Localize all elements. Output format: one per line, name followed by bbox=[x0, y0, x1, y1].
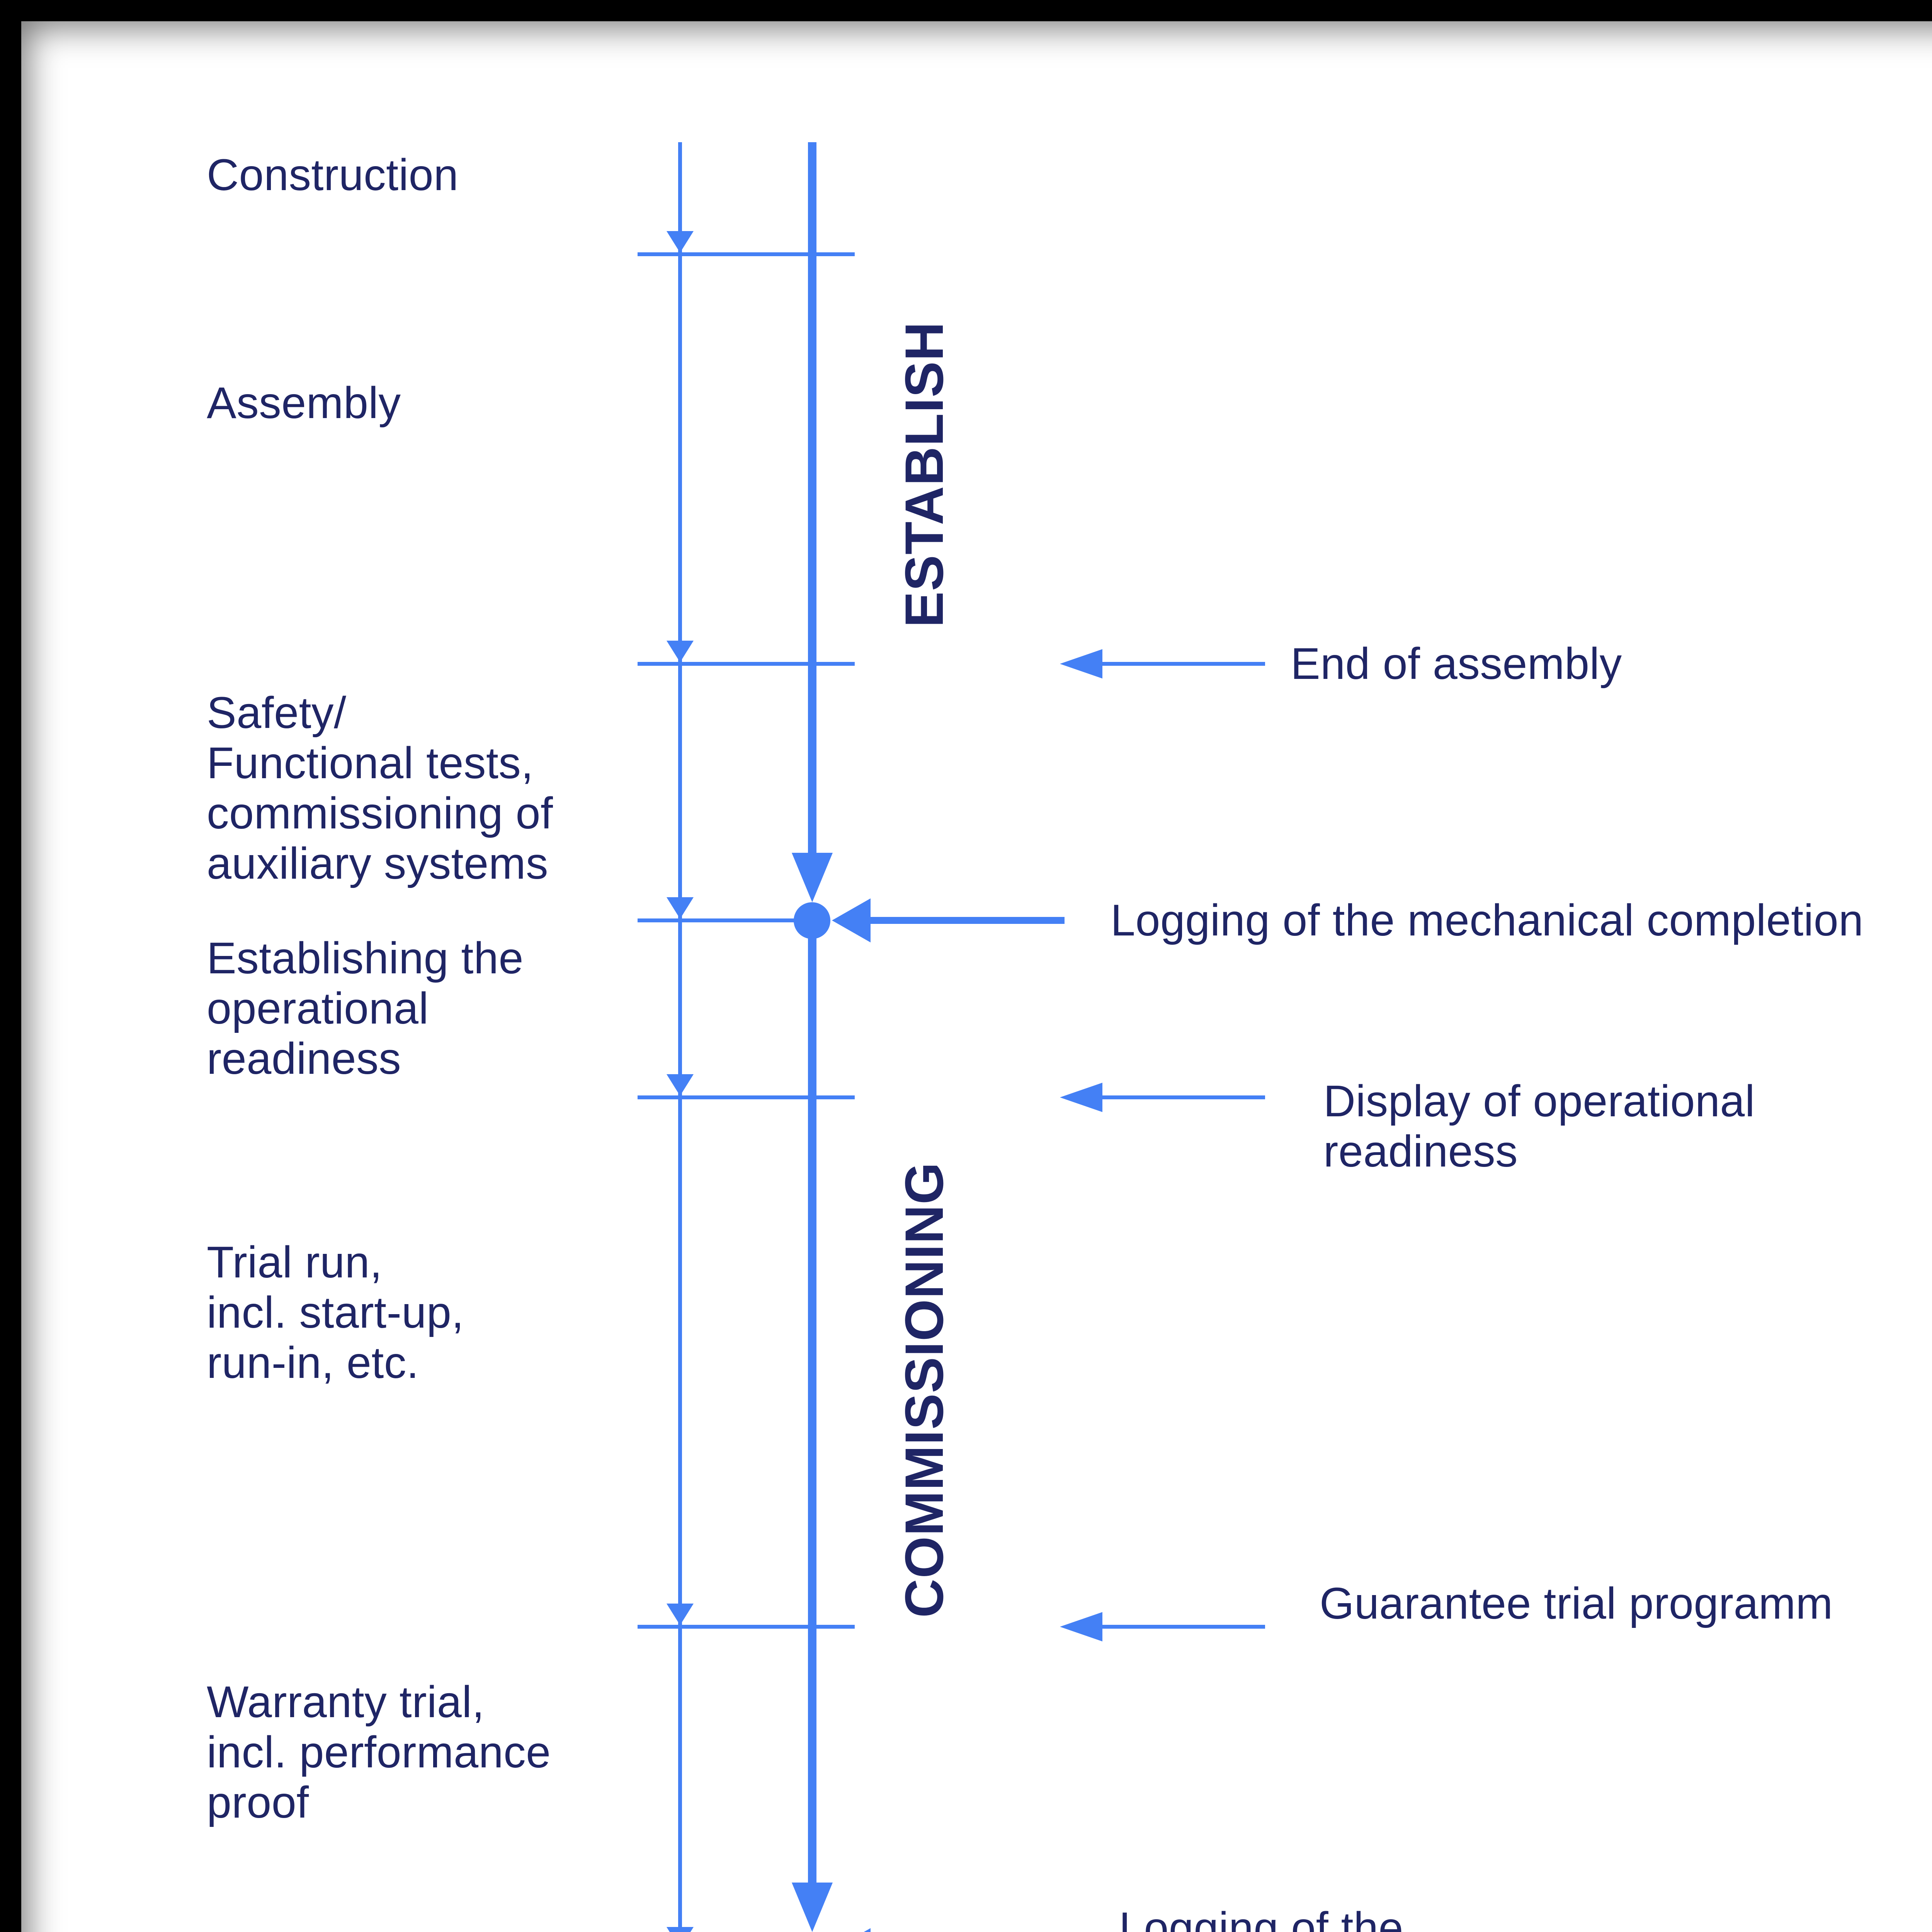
stage-label-line: incl. start-up, bbox=[207, 1288, 464, 1337]
stage-arrowhead-icon bbox=[667, 1927, 694, 1932]
stage-label-line: Functional tests, bbox=[207, 738, 534, 788]
annotation-arrowhead-icon bbox=[1060, 1083, 1102, 1112]
phase-label-commissioning: COMMISSIONING bbox=[894, 1162, 954, 1618]
annotation-label-line: Guarantee trial programm bbox=[1320, 1579, 1833, 1628]
annotation-label-end-of-assembly: End of assembly bbox=[1291, 639, 1622, 689]
milestone-arrow-shaft bbox=[871, 917, 1065, 924]
phase-boundary-tick bbox=[638, 252, 855, 256]
annotation-arrowhead-icon bbox=[1060, 649, 1102, 679]
stage-arrowhead-icon bbox=[667, 231, 694, 253]
diagram-canvas bbox=[21, 21, 1932, 1932]
milestone-arrowhead-icon bbox=[832, 1928, 871, 1932]
stage-label-line: Warranty trial, bbox=[207, 1677, 485, 1727]
milestone-arrowhead-icon bbox=[832, 898, 871, 942]
stage-arrowhead-icon bbox=[667, 1604, 694, 1625]
stage-arrowhead-icon bbox=[667, 1074, 694, 1096]
stage-arrowhead-icon bbox=[667, 641, 694, 662]
stage-label-construction: Construction bbox=[207, 150, 459, 200]
stage-label-establishing-readiness: Establishing the operational readiness bbox=[207, 933, 524, 1084]
annotation-label-line: End of assembly bbox=[1291, 639, 1622, 689]
annotation-label-line: Logging of the bbox=[1119, 1903, 1403, 1932]
timeline-arrowhead-icon bbox=[792, 853, 833, 902]
stage-label-line: commissioning of bbox=[207, 789, 553, 838]
annotation-arrow-shaft bbox=[1101, 662, 1265, 666]
stage-label-line: Trial run, bbox=[207, 1238, 383, 1287]
stage-progress-line bbox=[678, 142, 682, 1932]
phase-boundary-tick bbox=[638, 1625, 855, 1629]
timeline-line-commissioning bbox=[808, 937, 816, 1884]
stage-label-line: run-in, etc. bbox=[207, 1338, 419, 1388]
annotation-label-line: Logging of the mechanical completion bbox=[1111, 896, 1864, 945]
phase-label-establish: ESTABLISH bbox=[894, 321, 954, 628]
stage-label-line: incl. performance bbox=[207, 1728, 551, 1777]
phase-boundary-tick bbox=[638, 662, 855, 666]
stage-label-line: proof bbox=[207, 1778, 309, 1827]
milestone-node-mechanical-completion bbox=[794, 902, 830, 939]
annotation-arrow-shaft bbox=[1101, 1625, 1265, 1629]
stage-arrowhead-icon bbox=[667, 897, 694, 919]
stage-label-line: Establishing the bbox=[207, 934, 524, 983]
annotation-label-mechanical-completion: Logging of the mechanical completion bbox=[1111, 895, 1864, 946]
stage-label-line: operational bbox=[207, 984, 429, 1033]
stage-label-line: Safety/ bbox=[207, 688, 347, 738]
annotation-label-line: readiness bbox=[1323, 1127, 1518, 1176]
annotation-label-operational-readiness: Display of operational readiness bbox=[1323, 1076, 1755, 1177]
annotation-arrow-shaft bbox=[1101, 1095, 1265, 1099]
annotation-label-final-acceptance: Logging of the final acceptance bbox=[1119, 1903, 1443, 1932]
stage-label-warranty-trial: Warranty trial, incl. performance proof bbox=[207, 1677, 551, 1828]
phase-boundary-tick bbox=[638, 918, 794, 922]
timeline-line-establish bbox=[808, 142, 816, 855]
annotation-label-line: Display of operational bbox=[1323, 1077, 1755, 1126]
stage-label-line: readiness bbox=[207, 1034, 401, 1083]
stage-label-line: auxiliary systems bbox=[207, 839, 548, 888]
phase-boundary-tick bbox=[638, 1095, 855, 1099]
stage-label-line: Assembly bbox=[207, 378, 401, 428]
timeline-arrowhead-icon bbox=[792, 1883, 833, 1932]
stage-label-safety-functional-tests: Safety/ Functional tests, commissioning … bbox=[207, 688, 553, 889]
stage-label-trial-run: Trial run, incl. start-up, run-in, etc. bbox=[207, 1237, 464, 1388]
annotation-label-guarantee-trial: Guarantee trial programm bbox=[1320, 1578, 1833, 1629]
stage-label-line: Construction bbox=[207, 150, 459, 200]
stage-label-assembly: Assembly bbox=[207, 378, 401, 428]
annotation-arrowhead-icon bbox=[1060, 1612, 1102, 1641]
